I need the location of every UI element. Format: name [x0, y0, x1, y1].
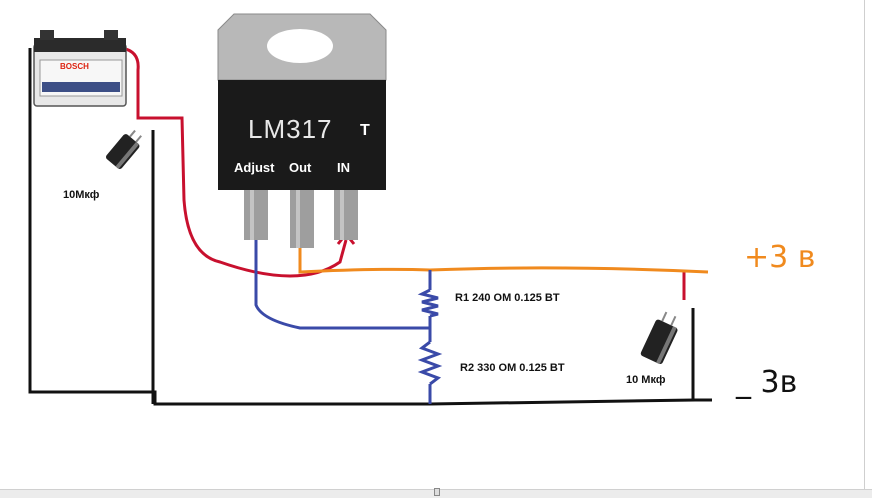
page-edge — [864, 0, 865, 489]
regulator-suffix: T — [360, 122, 370, 139]
pin-label-in: IN — [337, 160, 350, 175]
blue-wire-adjust — [254, 240, 432, 404]
pin-label-adjust: Adjust — [234, 160, 275, 175]
resistor-r2-label: R2 330 OM 0.125 BT — [460, 362, 565, 374]
terminal-plus-label: +3 в — [744, 240, 816, 275]
resistor-r1-label: R1 240 OM 0.125 BT — [455, 292, 560, 304]
resistor-r2 — [417, 340, 443, 386]
resistor-r1 — [417, 288, 439, 318]
capacitor-input — [105, 129, 142, 169]
red-wire-positive — [119, 46, 348, 278]
battery — [33, 30, 127, 107]
terminal-minus-label: _ 3в — [736, 365, 798, 400]
pin-label-out: Out — [289, 160, 312, 175]
orange-wire-output — [298, 248, 709, 274]
capacitor-output-label: 10 Мкф — [626, 374, 666, 386]
regulator-name: LM317 — [248, 114, 333, 144]
regulator-lm317 — [217, 13, 387, 248]
scroll-thumb[interactable] — [434, 488, 440, 496]
capacitor-input-label: 10Мкф — [63, 189, 100, 201]
battery-brand: BOSCH — [60, 62, 89, 71]
capacitor-output — [640, 311, 678, 365]
black-wire-negative — [28, 48, 712, 406]
